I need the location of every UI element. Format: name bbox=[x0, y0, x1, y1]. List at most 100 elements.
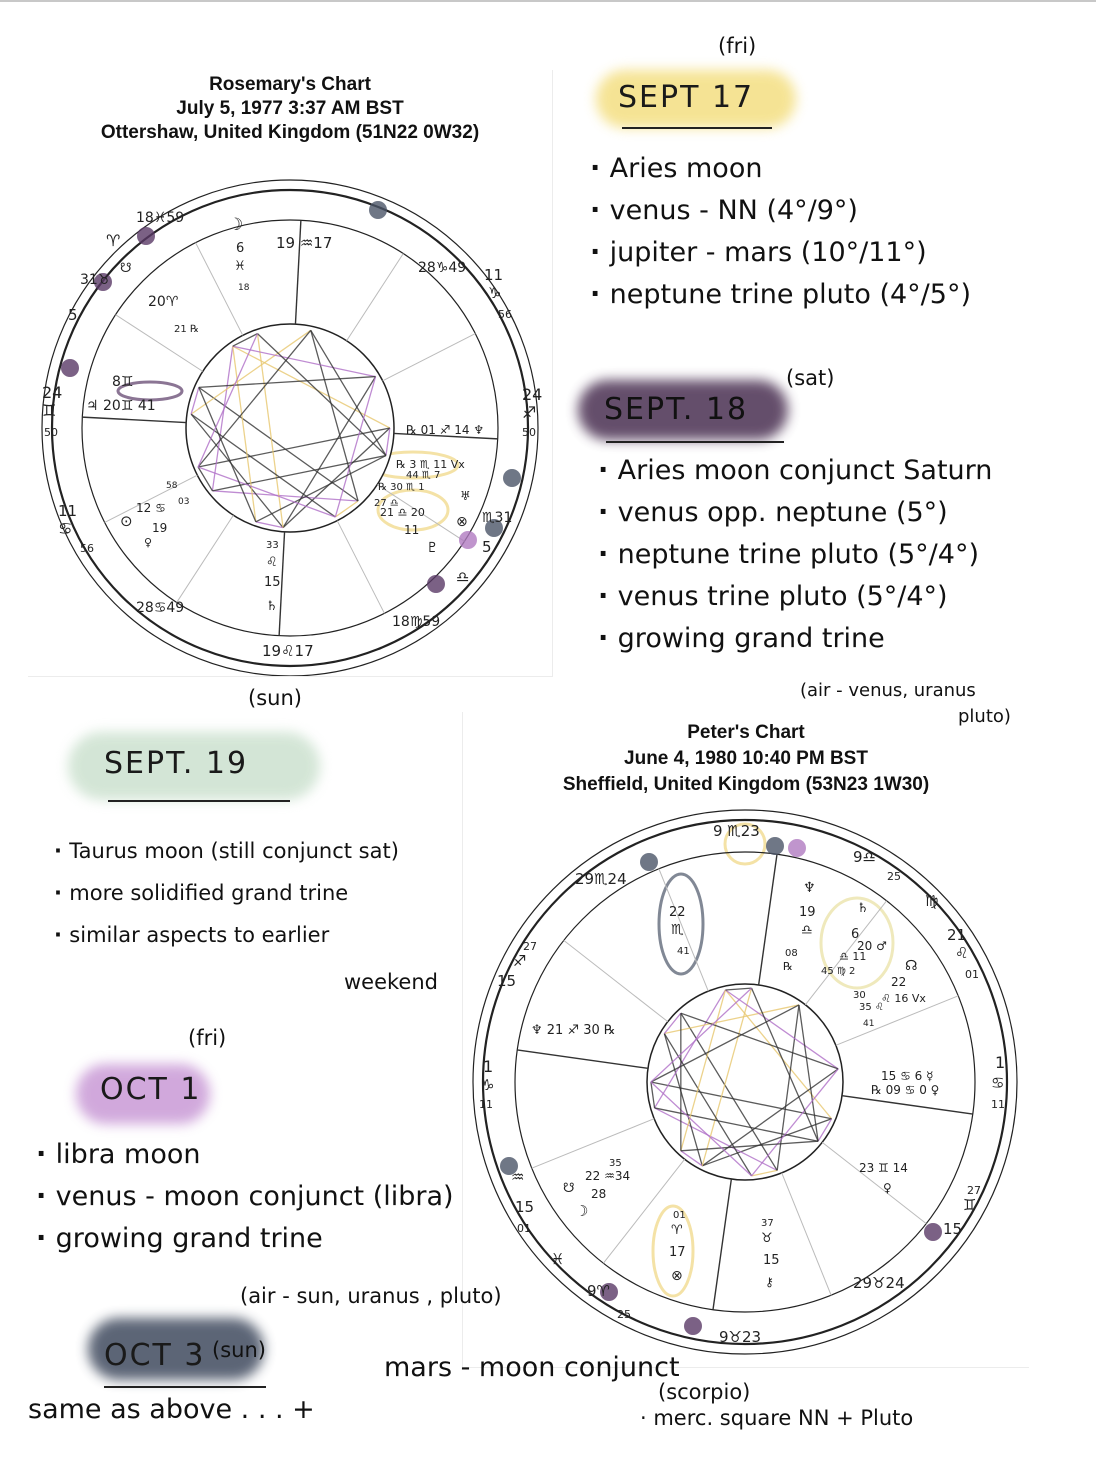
chart-label: ♏ bbox=[671, 922, 684, 938]
rosemary-chart-panel: Rosemary's Chart July 5, 1977 3:37 AM BS… bbox=[28, 70, 553, 677]
chart-label: 27 bbox=[967, 1184, 981, 1197]
sept17-item: neptune trine pluto (4°/5°) bbox=[590, 274, 971, 316]
chart-label: ⚷ bbox=[765, 1275, 774, 1289]
aspect-line bbox=[282, 427, 391, 529]
house-cusp-line bbox=[821, 1141, 927, 1224]
sept17-highlight bbox=[596, 70, 796, 128]
chart-label: 01 bbox=[965, 968, 979, 981]
sept19-highlight bbox=[68, 732, 320, 800]
aspect-line bbox=[197, 333, 259, 468]
aspect-line bbox=[212, 454, 387, 492]
chart-label: 20♈ bbox=[148, 294, 179, 310]
chart-label: ♎ bbox=[801, 923, 813, 938]
chart-label: ♐ bbox=[513, 952, 526, 970]
oct3-extra: · merc. square NN + Pluto bbox=[640, 1406, 914, 1430]
chart-label: 01 bbox=[517, 1222, 531, 1235]
house-cusp-line bbox=[393, 432, 498, 440]
aspect-ring bbox=[646, 983, 844, 1181]
chart-label: 18♍59 bbox=[392, 614, 440, 630]
aspect-line bbox=[750, 987, 819, 1142]
sept17-day: (fri) bbox=[718, 34, 757, 58]
sept19-day: (sun) bbox=[248, 686, 302, 710]
aspect-highlight bbox=[651, 1204, 695, 1298]
chart-label: 19 bbox=[799, 905, 816, 920]
zodiac-ring bbox=[481, 818, 1009, 1346]
chart-label: ♆ bbox=[803, 880, 816, 896]
aspect-line bbox=[197, 329, 312, 468]
house-cusp-line bbox=[195, 242, 244, 336]
sept18-item: venus opp. neptune (5°) bbox=[598, 492, 992, 534]
aspect-line bbox=[680, 1140, 819, 1152]
oct3-underline bbox=[104, 1386, 266, 1388]
sept19-item: similar aspects to earlier bbox=[54, 914, 399, 956]
chart-label: 11 bbox=[991, 1098, 1005, 1111]
oct1-item: growing grand trine bbox=[36, 1218, 454, 1260]
aspect-line bbox=[650, 1081, 656, 1109]
chart-label: 15 bbox=[497, 972, 516, 990]
aspect-highlight bbox=[116, 380, 184, 402]
planet-marker bbox=[427, 575, 445, 593]
aspect-line bbox=[798, 1004, 819, 1142]
chart-label: ℞ 09 ♋ 0 ♀ bbox=[871, 1083, 939, 1097]
house-cusp-line bbox=[115, 314, 204, 372]
aspect-line bbox=[680, 1012, 839, 1070]
house-cusp-line bbox=[531, 1118, 655, 1169]
planet-marker bbox=[924, 1223, 942, 1241]
chart-label: 58 bbox=[166, 481, 178, 491]
planet-marker bbox=[788, 839, 806, 857]
aspect-line bbox=[310, 330, 359, 502]
rosemary-chart-title: Rosemary's Chart bbox=[209, 74, 371, 95]
oct1-list: libra moon venus - moon conjunct (libra)… bbox=[36, 1134, 454, 1260]
aspect-line bbox=[650, 987, 753, 1083]
chart-label: ℞ 3 ♏ 11 Vx bbox=[396, 458, 465, 471]
chart-label: 11 bbox=[479, 1098, 493, 1111]
chart-label: ⊙ bbox=[120, 512, 133, 530]
chart-label: 01 bbox=[673, 1210, 686, 1221]
chart-label: ℞ 01 ♐ 14 ♆ bbox=[406, 423, 484, 437]
sept19-underline bbox=[108, 800, 290, 802]
house-cusp-line bbox=[781, 1172, 832, 1296]
chart-label: ♄ bbox=[266, 599, 278, 614]
chart-label: 56 bbox=[498, 308, 512, 321]
chart-label: ☋ bbox=[120, 261, 132, 276]
oct3-extra: (scorpio) bbox=[658, 1380, 751, 1404]
chart-label: ♊ bbox=[963, 1196, 976, 1214]
aspect-line bbox=[232, 345, 391, 429]
sept18-item: neptune trine pluto (5°/4°) bbox=[598, 534, 992, 576]
rosemary-chart-date: July 5, 1977 3:37 AM BST bbox=[176, 98, 404, 119]
house-cusp-line bbox=[603, 1158, 686, 1264]
chart-label: 18 bbox=[238, 283, 250, 293]
house-ring bbox=[514, 851, 976, 1313]
aspect-highlight bbox=[723, 822, 767, 866]
sept18-highlight bbox=[578, 380, 788, 440]
sept17-list: Aries moon venus - NN (4°/9°) jupiter - … bbox=[590, 148, 971, 316]
chart-label: 9♎ bbox=[853, 848, 876, 866]
chart-label: 25 bbox=[617, 1308, 631, 1321]
chart-label: 44 ♏ 7 bbox=[406, 470, 440, 481]
chart-label: 41 bbox=[677, 946, 690, 957]
sept18-item: Aries moon conjunct Saturn bbox=[598, 450, 993, 492]
chart-label: ⊗ bbox=[671, 1268, 683, 1284]
chart-label: 45 ♍ 2 bbox=[821, 966, 855, 977]
chart-label: ♉ bbox=[761, 1231, 773, 1246]
oct3-item: same as above . . . + bbox=[28, 1394, 315, 1425]
chart-label: 19 ♒17 bbox=[276, 234, 332, 252]
chart-label: ♀ bbox=[883, 1181, 892, 1195]
aspect-line bbox=[198, 387, 257, 523]
house-cusp-line bbox=[82, 416, 187, 424]
chart-label: 22 ♒34 bbox=[585, 1169, 630, 1183]
aspect-line bbox=[190, 413, 284, 529]
chart-label: 20 ♂ bbox=[857, 939, 887, 953]
house-cusp-line bbox=[841, 1094, 973, 1115]
sept17-item: Aries moon bbox=[590, 148, 971, 190]
outer-ring bbox=[41, 179, 539, 676]
aspect-highlight bbox=[657, 872, 705, 976]
peter-chart-date: June 4, 1980 10:40 PM BST bbox=[624, 748, 868, 769]
chart-label: 15 bbox=[264, 575, 281, 590]
chart-label: ♌ bbox=[266, 555, 278, 570]
chart-label: 27 ♎ bbox=[374, 498, 399, 509]
aspect-line bbox=[232, 346, 257, 522]
chart-label: ♏31 bbox=[482, 510, 512, 526]
aspect-line bbox=[385, 427, 391, 456]
chart-label: ♈ bbox=[106, 231, 120, 250]
